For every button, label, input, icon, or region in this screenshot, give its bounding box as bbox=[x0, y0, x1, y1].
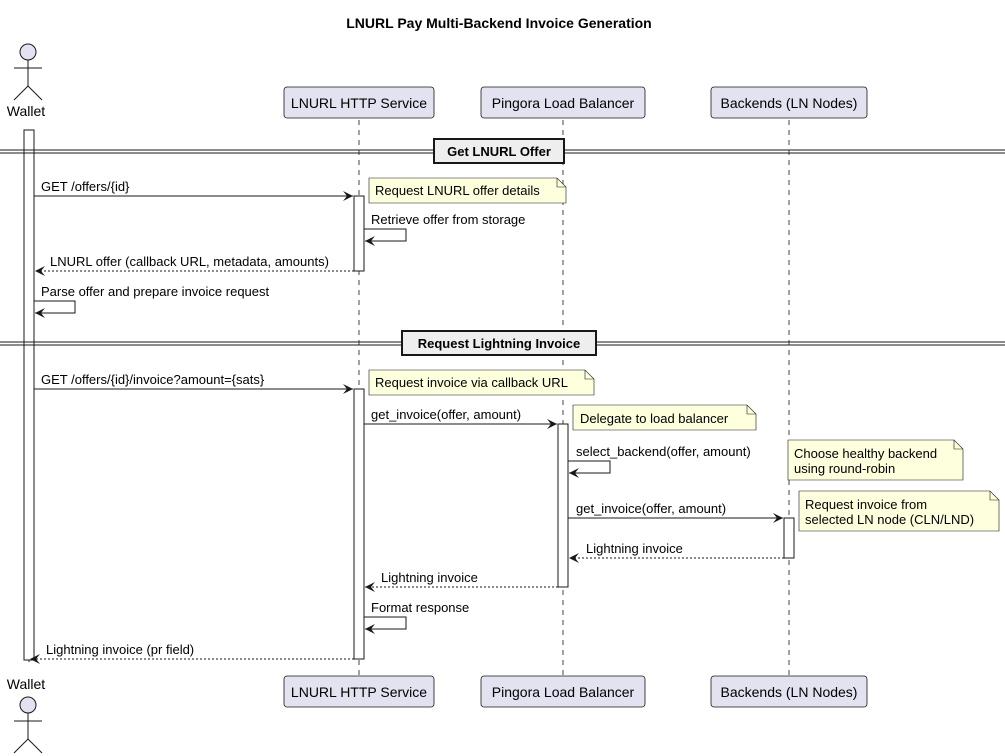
message-invoice-from-backend: Lightning invoice bbox=[569, 541, 784, 563]
section-label: Request Lightning Invoice bbox=[418, 336, 581, 351]
note-text: Delegate to load balancer bbox=[580, 411, 729, 426]
participant-lb-bottom: Pingora Load Balancer bbox=[480, 675, 646, 708]
message-label: Parse offer and prepare invoice request bbox=[41, 284, 270, 299]
note-text: Request LNURL offer details bbox=[375, 183, 540, 198]
participant-label: LNURL HTTP Service bbox=[291, 95, 427, 111]
participant-backends-top: Backends (LN Nodes) bbox=[710, 86, 868, 119]
message-label: LNURL offer (callback URL, metadata, amo… bbox=[50, 254, 329, 269]
activations bbox=[23, 129, 795, 661]
actor-label: Wallet bbox=[7, 103, 45, 119]
activation-backends bbox=[783, 517, 795, 559]
note-request-offer-details: Request LNURL offer details bbox=[368, 177, 567, 204]
message-invoice-from-lb: Lightning invoice bbox=[365, 570, 558, 592]
message-lnurl-offer-return: LNURL offer (callback URL, metadata, amo… bbox=[35, 254, 354, 276]
diagram-title: LNURL Pay Multi-Backend Invoice Generati… bbox=[346, 15, 651, 31]
message-retrieve-offer: Retrieve offer from storage bbox=[364, 212, 525, 246]
message-select-backend: select_backend(offer, amount) bbox=[568, 444, 751, 478]
actor-head bbox=[19, 696, 37, 714]
note-text-line-1: Choose healthy backend bbox=[794, 446, 937, 461]
activation-http-1 bbox=[353, 195, 365, 272]
note-text-line-2: selected LN node (CLN/LND) bbox=[805, 512, 974, 527]
participant-backends-bottom: Backends (LN Nodes) bbox=[710, 675, 868, 708]
actor-label: Wallet bbox=[7, 676, 45, 692]
section-label: Get LNURL Offer bbox=[447, 144, 551, 159]
note-text-line-2: using round-robin bbox=[794, 461, 895, 476]
actor-wallet-top: Wallet bbox=[7, 43, 45, 119]
message-label: Retrieve offer from storage bbox=[371, 212, 525, 227]
note-request-from-node: Request invoice from selected LN node (C… bbox=[798, 490, 1000, 532]
message-label: Lightning invoice bbox=[381, 570, 478, 585]
message-get-invoice-lb: get_invoice(offer, amount) bbox=[364, 407, 557, 429]
activation-http-2 bbox=[353, 388, 365, 660]
actor-head bbox=[19, 43, 37, 61]
participant-http-top: LNURL HTTP Service bbox=[283, 86, 435, 119]
participant-lb-top: Pingora Load Balancer bbox=[480, 86, 646, 119]
participant-label: Backends (LN Nodes) bbox=[721, 95, 858, 111]
message-label: GET /offers/{id} bbox=[41, 179, 130, 194]
section-request-invoice: Request Lightning Invoice bbox=[0, 330, 1005, 356]
participant-label: Backends (LN Nodes) bbox=[721, 684, 858, 700]
message-parse-offer: Parse offer and prepare invoice request bbox=[34, 284, 270, 318]
note-text-line-1: Request invoice from bbox=[805, 497, 927, 512]
participant-label: Pingora Load Balancer bbox=[492, 95, 635, 111]
message-label: Format response bbox=[371, 600, 469, 615]
message-label: Lightning invoice bbox=[586, 541, 683, 556]
participant-http-bottom: LNURL HTTP Service bbox=[283, 675, 435, 708]
activation-wallet bbox=[23, 129, 35, 661]
participant-label: LNURL HTTP Service bbox=[291, 684, 427, 700]
note-text: Request invoice via callback URL bbox=[375, 375, 568, 390]
message-get-invoice-backend: get_invoice(offer, amount) bbox=[568, 501, 783, 523]
participant-label: Pingora Load Balancer bbox=[492, 684, 635, 700]
actor-wallet-bottom: Wallet bbox=[7, 676, 45, 754]
activation-lb bbox=[557, 423, 569, 588]
message-get-invoice-http: GET /offers/{id}/invoice?amount={sats} bbox=[34, 372, 353, 394]
note-choose-backend: Choose healthy backend using round-robin bbox=[787, 439, 964, 481]
message-label: Lightning invoice (pr field) bbox=[46, 642, 194, 657]
section-get-offer: Get LNURL Offer bbox=[0, 138, 1005, 164]
message-format-response: Format response bbox=[364, 600, 469, 634]
lifelines bbox=[28, 120, 790, 676]
message-label: get_invoice(offer, amount) bbox=[576, 501, 726, 516]
message-label: select_backend(offer, amount) bbox=[576, 444, 751, 459]
message-get-offer: GET /offers/{id} bbox=[34, 179, 353, 201]
message-invoice-to-wallet: Lightning invoice (pr field) bbox=[30, 642, 354, 664]
note-request-invoice-callback: Request invoice via callback URL bbox=[368, 369, 595, 396]
message-label: GET /offers/{id}/invoice?amount={sats} bbox=[41, 372, 265, 387]
note-delegate-lb: Delegate to load balancer bbox=[572, 404, 757, 431]
message-label: get_invoice(offer, amount) bbox=[371, 407, 521, 422]
